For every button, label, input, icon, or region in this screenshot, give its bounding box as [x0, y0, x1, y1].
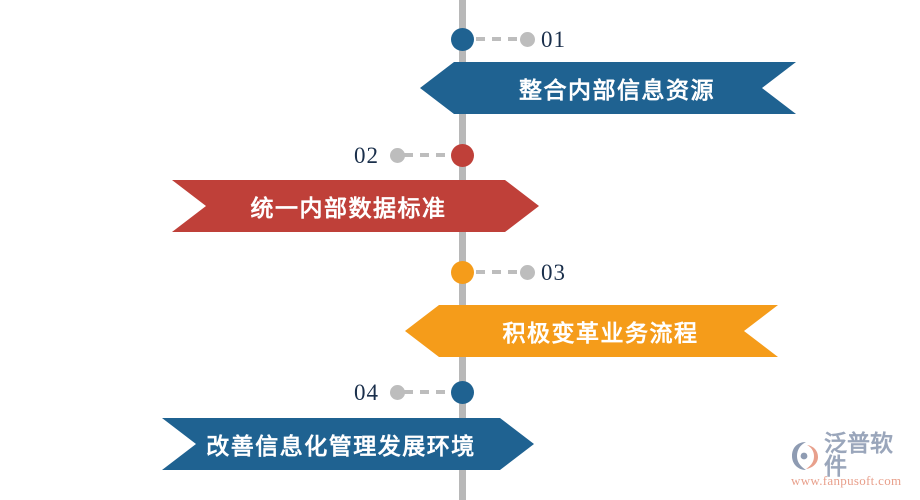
- step-connector-dash-03: [476, 270, 524, 274]
- step-connector-dash-01: [476, 37, 524, 41]
- step-connector-dash-04: [404, 390, 452, 394]
- watermark-brand-row: 泛普软件: [790, 433, 915, 479]
- fanpu-logo-icon: [790, 440, 822, 472]
- step-node-dot-02: [451, 144, 474, 167]
- step-number-04: 04: [354, 380, 379, 405]
- step-banner-label-03: 积极变革业务流程: [502, 320, 699, 346]
- step-connector-dash-02: [404, 153, 452, 157]
- step-tail-dot-03: [520, 265, 535, 280]
- step-node-dot-04: [451, 381, 474, 404]
- watermark: 泛普软件 www.fanpusoft.com: [790, 433, 915, 492]
- step-banner-04[interactable]: 改善信息化管理发展环境: [162, 418, 534, 470]
- step-number-03: 03: [541, 260, 566, 285]
- step-banner-02[interactable]: 统一内部数据标准: [172, 180, 539, 232]
- watermark-brand-text: 泛普软件: [824, 431, 893, 480]
- step-banner-label-02: 统一内部数据标准: [250, 195, 447, 221]
- step-number-02: 02: [354, 143, 379, 168]
- timeline-axis: [459, 0, 466, 500]
- step-node-dot-03: [451, 261, 474, 284]
- step-tail-dot-01: [520, 32, 535, 47]
- step-tail-dot-04: [390, 385, 405, 400]
- step-number-01: 01: [541, 27, 566, 52]
- step-banner-01[interactable]: 整合内部信息资源: [420, 62, 796, 114]
- step-banner-label-01: 整合内部信息资源: [519, 77, 715, 103]
- step-tail-dot-02: [390, 148, 405, 163]
- watermark-url: www.fanpusoft.com: [791, 473, 902, 488]
- step-node-dot-01: [451, 28, 474, 51]
- step-banner-label-04: 改善信息化管理发展环境: [206, 433, 476, 459]
- step-banner-03[interactable]: 积极变革业务流程: [405, 305, 778, 357]
